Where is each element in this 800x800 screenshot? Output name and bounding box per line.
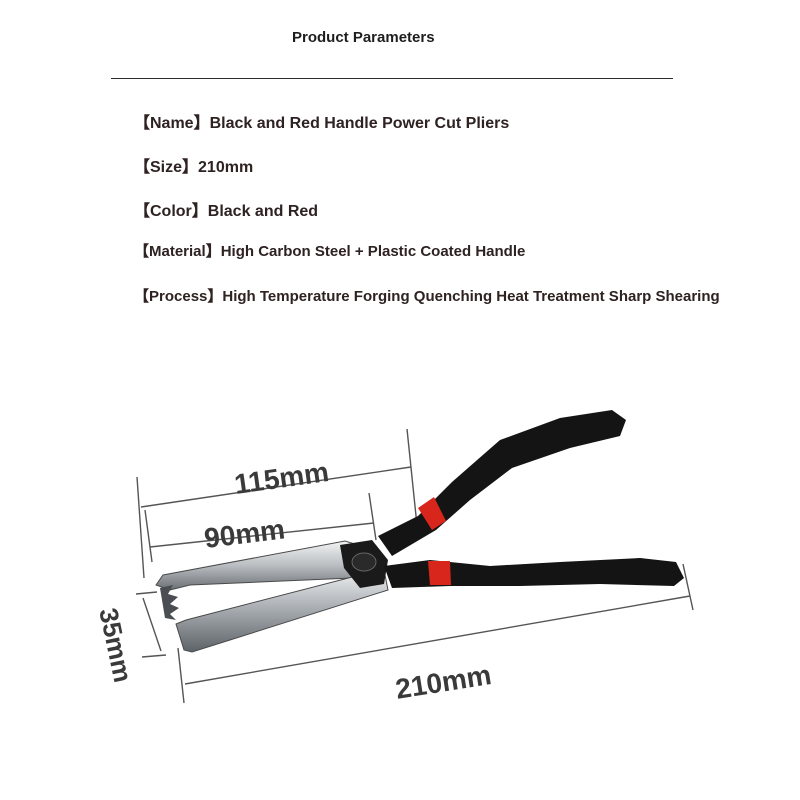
param-process: 【Process】High Temperature Forging Quench… [134,285,720,306]
pliers-image [155,410,684,653]
lower-handle [384,558,684,588]
param-size: 【Size】210mm [134,153,253,177]
param-value: 210mm [198,159,254,176]
param-value: High Carbon Steel + Plastic Coated Handl… [220,243,526,260]
param-material: 【Material】High Carbon Steel + Plastic Co… [134,240,525,261]
jaw-teeth [160,585,179,620]
dim-35mm: 35mm [93,605,138,685]
lower-handle-band [428,561,451,585]
lower-jaw [175,574,389,653]
param-value: Black and Red [207,203,319,220]
page-title: Product Parameters [292,29,435,46]
dimension-lines [135,428,694,704]
param-value: Black and Red Handle Power Cut Pliers [209,115,510,132]
upper-handle-band [418,497,446,530]
param-label: 【Size】 [134,159,199,176]
param-label: 【Process】 [134,288,223,305]
dim-210mm: 210mm [393,659,493,705]
param-label: 【Color】 [134,203,208,220]
dim-115mm: 115mm [232,456,330,500]
param-color: 【Color】Black and Red [134,197,318,221]
param-name: 【Name】Black and Red Handle Power Cut Pli… [134,109,509,133]
pivot-rivet [351,552,377,572]
param-label: 【Material】 [134,243,221,260]
param-value: High Temperature Forging Quenching Heat … [222,288,720,305]
param-label: 【Name】 [134,115,210,132]
upper-handle [378,410,626,556]
dim-90mm: 90mm [202,513,286,554]
title-divider [111,78,673,79]
